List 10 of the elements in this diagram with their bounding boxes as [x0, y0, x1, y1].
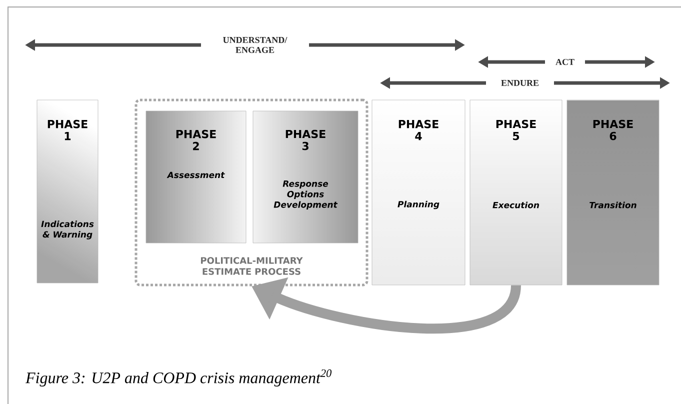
phase-box: PHASE 1 Indications & Warning: [36, 100, 98, 284]
phase-box: PHASE 6 Transition: [566, 100, 660, 286]
range-label: UNDERSTAND/ ENGAGE: [201, 34, 309, 56]
range-label: ENDURE: [486, 78, 554, 88]
phase-box: PHASE 5 Execution: [470, 100, 562, 286]
phase-box: PHASE 3 Response Options Development: [252, 110, 358, 244]
phase-box: PHASE 2 Assessment: [146, 110, 246, 244]
caption: Figure 3: U2P and COPD crisis management$^{20}$: [25, 369, 332, 387]
phase-box: PHASE 4 Planning: [372, 100, 466, 286]
range-label: ACT: [545, 56, 585, 68]
